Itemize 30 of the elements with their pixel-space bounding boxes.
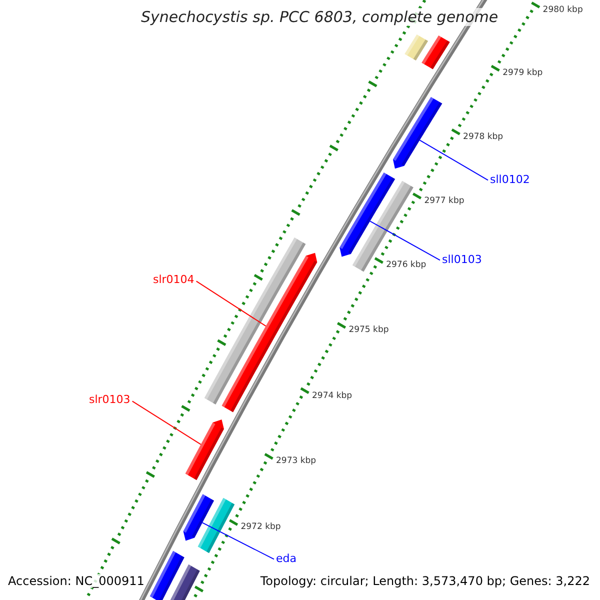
scale-label: 2979 kbp: [502, 68, 543, 78]
gene-feature-bar: [422, 36, 450, 70]
footer-text: Accession: NC_000911: [8, 574, 144, 588]
leader-line: [196, 280, 266, 327]
scale-label: 2975 kbp: [348, 325, 389, 336]
scale-label: 2977 kbp: [424, 196, 464, 206]
gene-segment: [183, 494, 214, 541]
gene-label: slr0103: [89, 393, 130, 406]
leader-line: [202, 522, 274, 560]
scale-label: 2978 kbp: [463, 132, 504, 142]
gene-label: eda: [276, 552, 296, 566]
gene-feature-bar: [404, 34, 428, 61]
gene-feature-bar: [198, 498, 235, 554]
gene-label: sll0103: [442, 253, 482, 266]
gene-feature-bar: [150, 550, 184, 600]
leader-line: [132, 400, 202, 445]
gene-feature-bar: [204, 238, 306, 404]
gene-segment: [340, 172, 396, 257]
scale-label: 2973 kbp: [276, 456, 316, 467]
leader-line: [419, 140, 488, 181]
footer-text: Topology: circular; Length: 3,573,470 bp; Genes: 3,222: [260, 574, 590, 588]
scale-label: 2976 kbp: [386, 260, 426, 271]
gene-label: slr0104: [153, 273, 194, 286]
gene-segment: [185, 420, 224, 480]
scale-label: 2980 kbp: [542, 4, 583, 16]
scale-label: 2974 kbp: [312, 390, 352, 401]
gene-label: sll0102: [490, 173, 530, 186]
leader-line: [370, 220, 440, 261]
gene-segment: [392, 96, 442, 169]
scale-label: 2972 kbp: [240, 522, 281, 533]
